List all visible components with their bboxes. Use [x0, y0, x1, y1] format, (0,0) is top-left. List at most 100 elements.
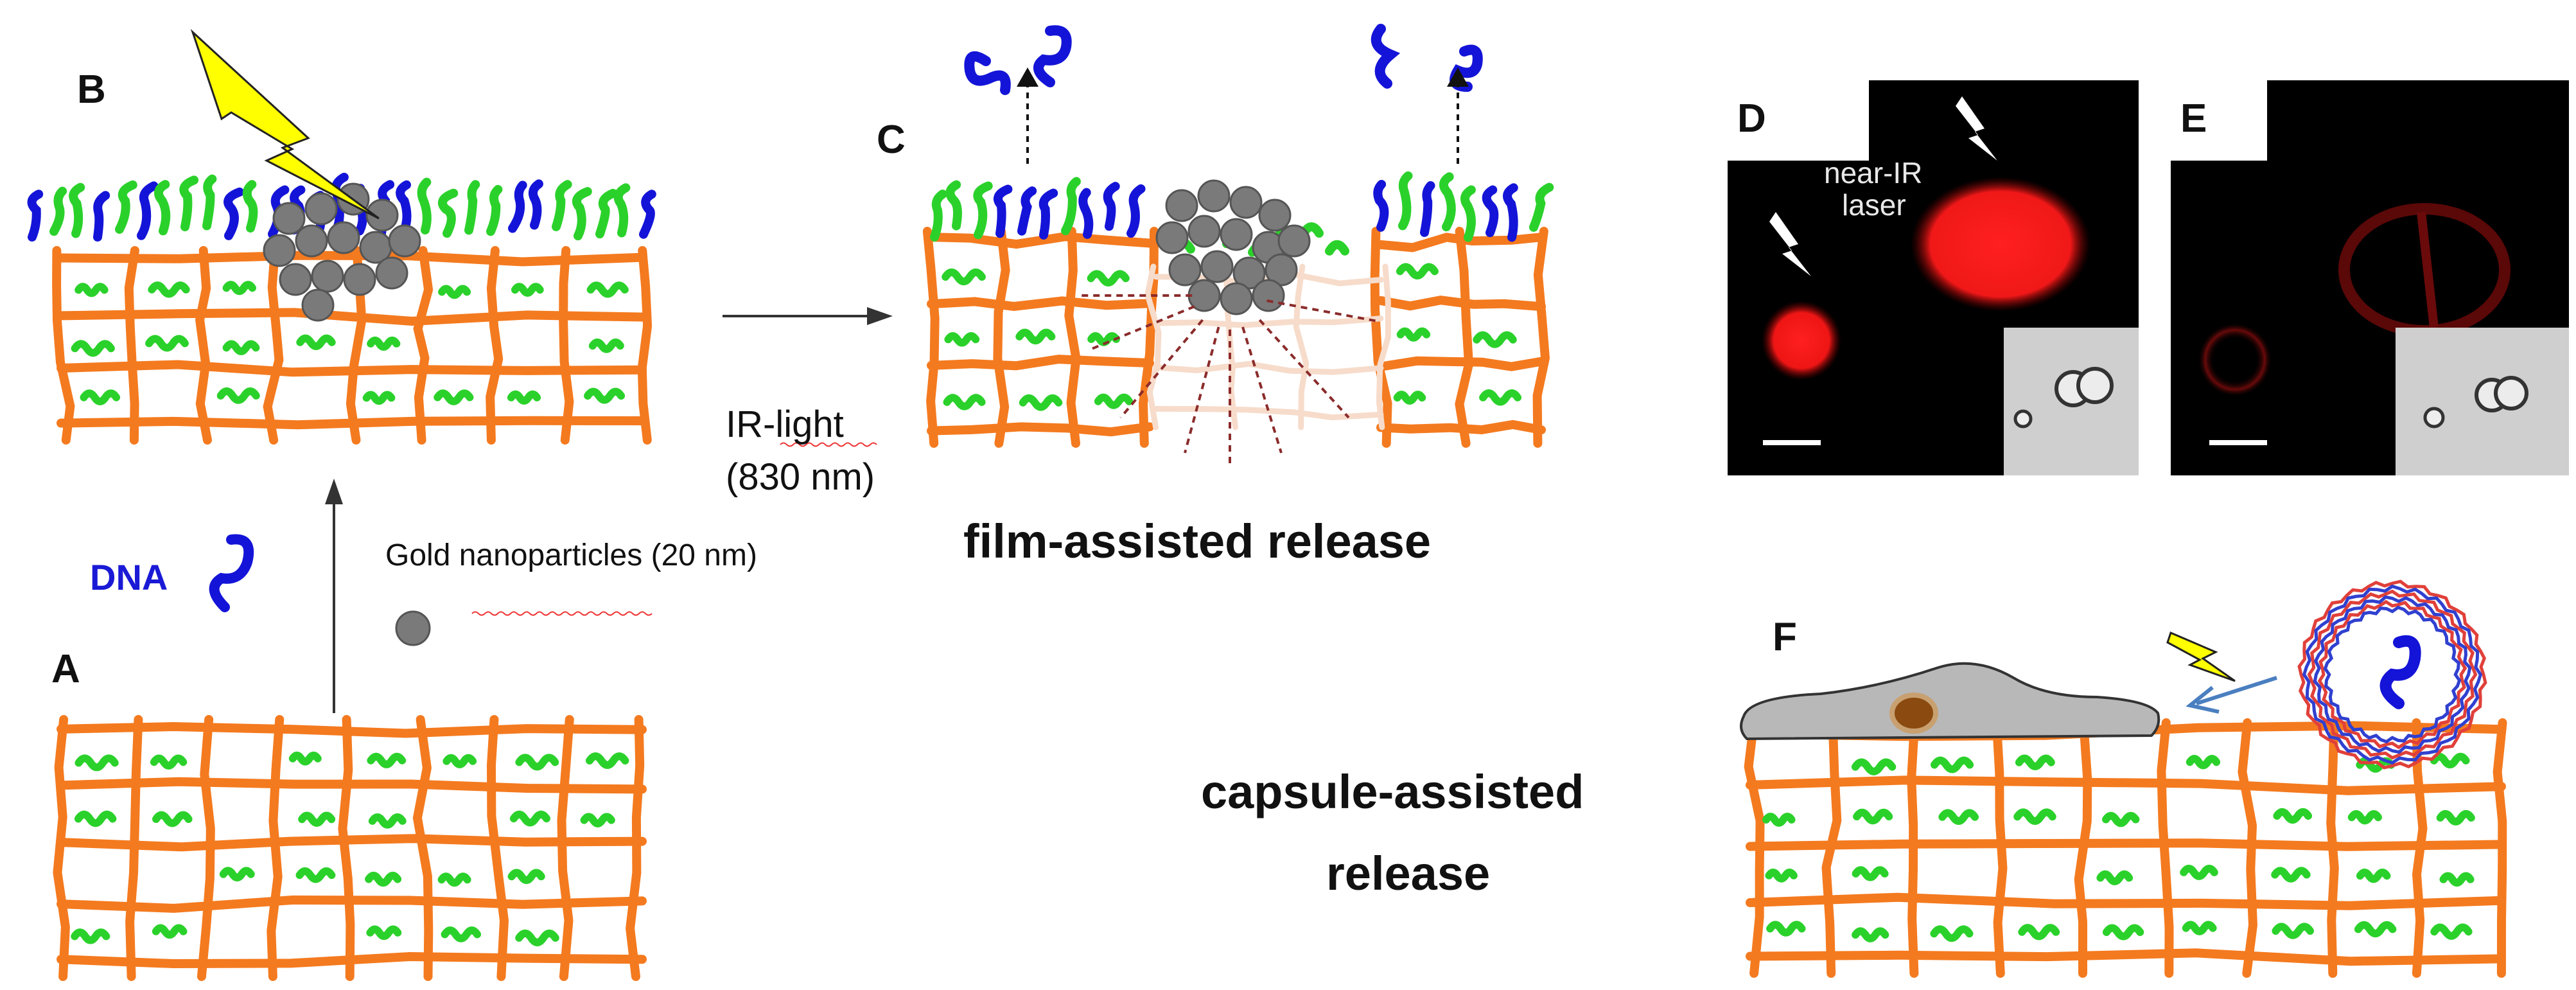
dna-strand — [137, 181, 159, 240]
release-arrows — [1026, 84, 1459, 164]
matrix-fiber — [1376, 296, 1546, 312]
green-molecule — [242, 180, 258, 233]
dna-strand-icon — [2379, 635, 2421, 709]
green-molecule — [288, 751, 322, 766]
green-molecule — [2096, 870, 2134, 885]
green-molecule — [2102, 924, 2144, 941]
green-molecule — [944, 332, 980, 347]
green-molecule — [930, 190, 947, 242]
green-molecule — [1094, 393, 1134, 409]
green-molecule — [362, 391, 396, 405]
step-arrowhead — [325, 479, 343, 504]
gold-nanoparticle — [1168, 253, 1202, 287]
matrix-fiber — [2074, 718, 2092, 978]
burst-arrow — [1184, 326, 1220, 454]
matrix-fiber — [1064, 227, 1081, 448]
green-molecule — [152, 811, 193, 827]
green-molecule — [150, 754, 188, 770]
matrix-fiber — [1455, 227, 1474, 448]
panel-label-f: F — [1773, 615, 1797, 659]
green-molecule — [552, 180, 572, 231]
dna-strand — [528, 179, 543, 230]
green-molecule — [1015, 328, 1056, 345]
matrix-fiber — [263, 246, 284, 445]
gold-nanoparticle — [311, 260, 344, 293]
matrix-fiber — [1746, 948, 2506, 966]
matrix-fiber — [53, 715, 70, 981]
green-molecule — [153, 180, 171, 236]
green-molecule — [2013, 808, 2056, 825]
laser-label-line2: laser — [1842, 188, 1906, 222]
dna-strand — [1103, 182, 1120, 231]
matrix-fiber — [57, 834, 647, 852]
matrix-fiber — [927, 296, 1154, 312]
green-molecule — [973, 181, 993, 240]
green-molecule — [2182, 921, 2217, 935]
gold-nanoparticle — [327, 221, 360, 254]
green-molecule — [441, 926, 482, 942]
green-molecule — [1766, 921, 1806, 937]
green-molecule — [515, 929, 559, 946]
green-molecule — [2102, 811, 2140, 827]
dna-strand — [1482, 185, 1499, 238]
panel-label-c: C — [877, 118, 906, 162]
green-molecule — [464, 180, 480, 235]
matrix-fiber — [637, 246, 653, 445]
panel-label-a: A — [51, 647, 80, 691]
scale-bar — [2209, 440, 2267, 445]
gold-nanoparticle-icon — [395, 610, 431, 646]
panel-e-micrograph — [2171, 80, 2569, 475]
gold-nanoparticle — [272, 202, 306, 235]
green-molecule — [222, 340, 260, 355]
green-molecule — [486, 184, 503, 236]
green-molecule — [2186, 755, 2221, 770]
matrix-fiber — [1153, 360, 1384, 375]
gold-nanoparticle — [263, 234, 296, 267]
matrix-fiber — [195, 246, 212, 445]
spellcheck-underline — [471, 611, 653, 616]
matrix-fiber — [1992, 718, 2008, 978]
gold-nanoparticle — [1220, 282, 1253, 315]
gold-nanoparticle — [1165, 189, 1198, 222]
matrix-fiber — [2493, 718, 2507, 978]
gold-nanoparticle — [295, 224, 328, 258]
green-molecule — [2273, 808, 2313, 824]
green-molecule — [613, 183, 631, 238]
green-molecule — [1852, 866, 1889, 881]
green-molecule — [586, 281, 629, 298]
panel-label-b: B — [77, 67, 106, 112]
matrix-fiber — [2238, 718, 2258, 978]
green-molecule — [295, 867, 336, 883]
matrix-fiber — [486, 246, 504, 445]
panel-c-matrix-left — [922, 227, 1159, 448]
green-molecule — [1439, 172, 1456, 232]
capsule-shell-layer — [2323, 605, 2462, 744]
matrix-fiber — [57, 721, 647, 738]
green-molecule — [507, 869, 545, 884]
released-dna-strands — [964, 24, 1483, 95]
green-molecule — [216, 387, 260, 404]
green-molecule — [2272, 923, 2314, 939]
dna-strand — [27, 190, 44, 242]
green-molecule — [1087, 270, 1130, 287]
panel-d-micrograph: near-IR laser — [1728, 80, 2139, 475]
green-molecule — [1087, 332, 1120, 346]
gold-nanoparticle — [1187, 215, 1221, 248]
green-molecule — [1930, 925, 1974, 942]
green-molecule — [202, 174, 217, 231]
green-molecule — [367, 336, 401, 351]
green-molecule — [1396, 327, 1431, 342]
burst-arrow — [1241, 326, 1283, 454]
green-molecule — [2430, 923, 2473, 940]
green-molecule — [69, 182, 85, 238]
green-molecule — [298, 811, 336, 827]
matrix-fiber — [1376, 263, 1392, 430]
green-molecule — [945, 180, 963, 231]
green-molecule — [1398, 171, 1413, 231]
gold-nanoparticle — [1155, 221, 1189, 254]
green-molecule — [148, 281, 190, 298]
release-arrowheads — [1017, 67, 1469, 87]
gold-nanoparticle — [388, 224, 421, 258]
dna-strand — [223, 187, 244, 240]
